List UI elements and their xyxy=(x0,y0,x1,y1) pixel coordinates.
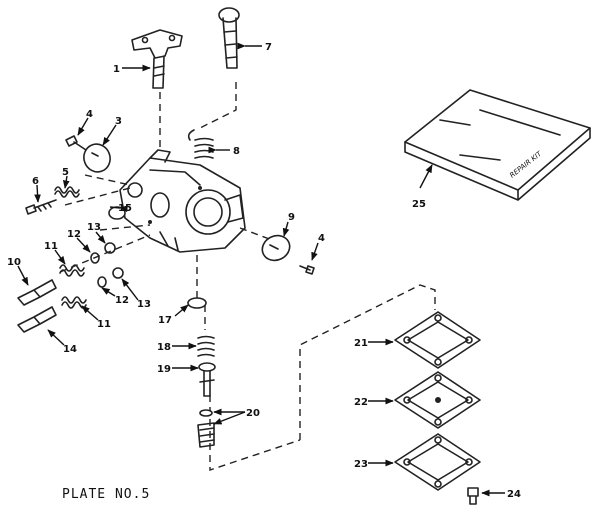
callout-1: 1 xyxy=(113,64,120,75)
callout-6: 6 xyxy=(32,176,39,187)
part-screw-6 xyxy=(25,199,57,215)
carburetor-body xyxy=(119,149,246,253)
callout-23: 23 xyxy=(354,459,368,470)
callout-13b: 13 xyxy=(137,299,151,310)
callout-4a: 4 xyxy=(86,109,93,120)
callout-4b: 4 xyxy=(318,233,325,244)
part-spring-11a xyxy=(59,264,85,277)
callout-12b: 12 xyxy=(115,295,129,306)
callout-13a: 13 xyxy=(87,222,101,233)
part-seat-20 xyxy=(197,409,215,448)
part-throttle-shaft xyxy=(131,29,183,89)
callout-19: 19 xyxy=(157,364,171,375)
callout-25: 25 xyxy=(412,199,426,210)
part-needle-10 xyxy=(17,279,57,306)
callout-11a: 11 xyxy=(44,241,58,252)
part-oring-13b xyxy=(112,267,124,279)
assembly-dashed-lines xyxy=(59,82,436,471)
part-screw-24 xyxy=(467,487,479,505)
part-needle-valve xyxy=(198,362,216,397)
part-diaphragm-21 xyxy=(394,311,481,369)
part-needle-14 xyxy=(17,306,57,333)
callout-21: 21 xyxy=(354,338,368,349)
callout-7: 7 xyxy=(265,42,272,53)
callout-numbers: 1 7 3 4 8 5 6 15 13 12 11 10 9 4 12 13 1… xyxy=(7,42,521,500)
callout-17: 17 xyxy=(158,315,172,326)
part-gasket-23 xyxy=(394,433,481,491)
part-screw-4a xyxy=(65,135,87,151)
part-spring-8 xyxy=(187,129,214,159)
repair-kit: REPAIR KIT xyxy=(404,89,591,201)
callout-22: 22 xyxy=(354,397,368,408)
plate-label: PLATE NO.5 xyxy=(62,487,150,502)
callout-5: 5 xyxy=(62,167,69,178)
callout-9: 9 xyxy=(288,212,295,223)
callout-20: 20 xyxy=(246,408,260,419)
part-washer-12a xyxy=(90,252,100,264)
part-throttle-plate xyxy=(261,234,291,262)
callout-10: 10 xyxy=(7,257,21,268)
part-spring-5 xyxy=(54,186,80,198)
callout-11b: 11 xyxy=(97,319,111,330)
callout-8: 8 xyxy=(233,146,240,157)
part-screw-4b xyxy=(299,265,315,275)
callout-14: 14 xyxy=(63,344,77,355)
part-oring-13a xyxy=(104,242,116,254)
part-choke-plate xyxy=(83,143,111,173)
callout-18: 18 xyxy=(157,342,171,353)
part-washer-12b xyxy=(97,276,107,288)
callout-15: 15 xyxy=(118,203,132,214)
part-choke-shaft xyxy=(218,7,240,69)
repair-kit-label: REPAIR KIT xyxy=(508,149,543,179)
part-diaphragm-22 xyxy=(394,371,481,429)
callout-12a: 12 xyxy=(67,229,81,240)
part-gasket-17 xyxy=(187,297,207,309)
callout-3: 3 xyxy=(115,116,122,127)
part-spring-18 xyxy=(197,335,215,357)
callout-24: 24 xyxy=(507,489,521,500)
callout-leaders xyxy=(17,42,505,497)
